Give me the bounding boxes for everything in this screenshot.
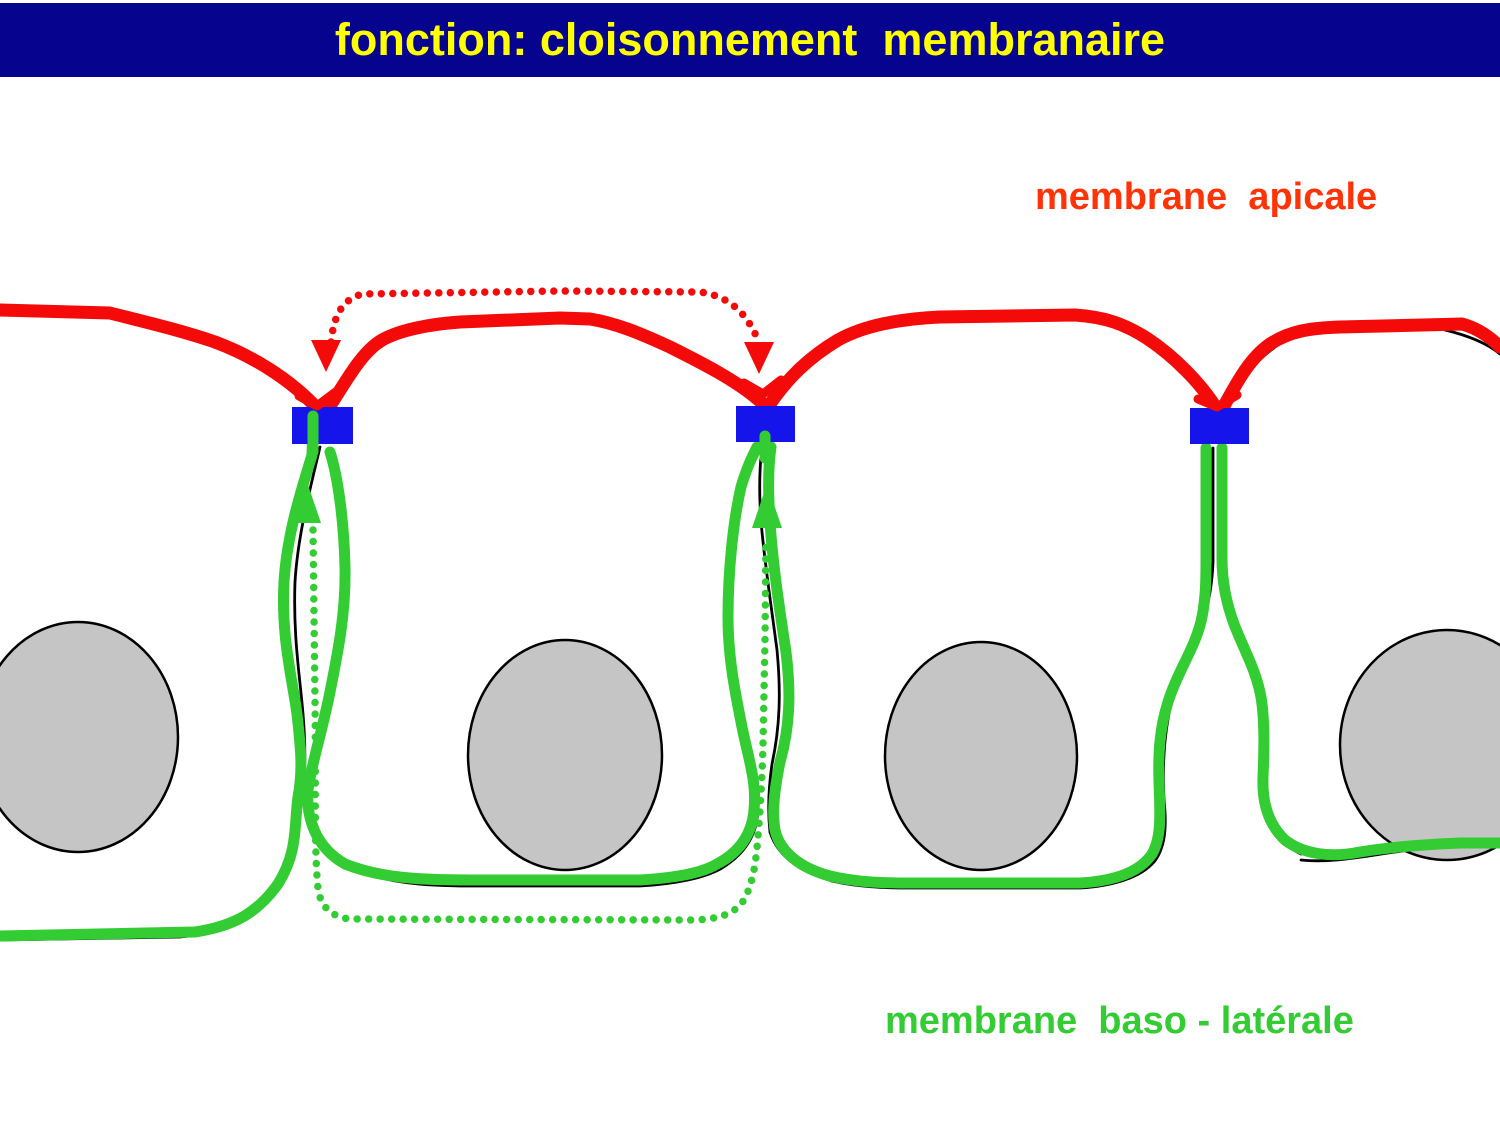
tight-junction <box>292 407 353 444</box>
paracellular-diffusion-dotted-path <box>309 526 770 924</box>
nucleus <box>0 620 180 854</box>
paracellular-diffusion-block <box>291 479 782 924</box>
apical-membrane-tip <box>739 375 786 399</box>
basolateral-membrane <box>302 441 763 886</box>
apical-diffusion-block <box>311 287 774 374</box>
apical-diffusion-dotted-path <box>327 287 761 346</box>
apical-diffusion-arrowhead <box>311 340 341 372</box>
apical-membrane <box>323 311 770 413</box>
apical-membrane-label: membrane apicale <box>1035 176 1378 218</box>
nucleus <box>883 640 1079 872</box>
apical-membrane <box>1217 317 1500 413</box>
basolateral-membrane <box>0 414 319 942</box>
basolateral-layer <box>0 414 1500 942</box>
title-bar: fonction: cloisonnement membranaire <box>0 3 1500 77</box>
basolateral-membrane <box>763 441 1212 889</box>
apical-layer <box>0 303 1500 413</box>
tight-junction <box>1190 408 1249 444</box>
apical-diffusion-arrowhead <box>744 342 774 374</box>
nuclei-layer <box>0 620 1500 872</box>
basolateral-membrane <box>1216 442 1500 861</box>
paracellular-diffusion-arrowhead <box>291 479 321 523</box>
nucleus <box>1338 628 1500 862</box>
cell-outline <box>598 322 765 410</box>
paracellular-diffusion-arrowhead <box>752 484 782 528</box>
apical-membrane <box>0 303 322 413</box>
apical-membrane <box>763 308 1222 413</box>
apical-membrane-tip <box>1193 390 1242 412</box>
cell-outline <box>138 322 320 414</box>
tight-junction-layer <box>292 375 1249 464</box>
basolateral-membrane-label: membrane baso - latérale <box>885 1000 1354 1042</box>
cell-outline <box>770 337 849 410</box>
apical-membrane-tip <box>294 386 342 411</box>
nucleus <box>466 638 664 872</box>
slide-title: fonction: cloisonnement membranaire <box>334 14 1166 65</box>
